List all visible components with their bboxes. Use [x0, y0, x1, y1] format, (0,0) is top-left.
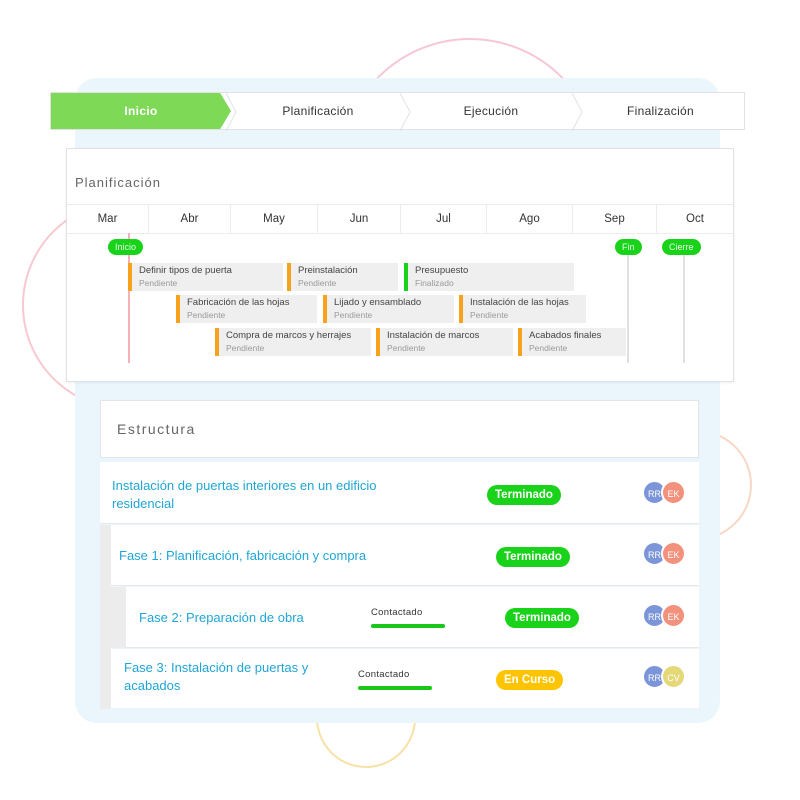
gantt-title: Planificación [75, 175, 161, 190]
gantt-task[interactable]: Compra de marcos y herrajes Pendiente [215, 328, 371, 356]
task-name: Instalación de las hojas [470, 297, 569, 308]
status-badge: Terminado [496, 547, 570, 567]
task-name: Lijado y ensamblado [334, 297, 422, 308]
task-name: Compra de marcos y herrajes [226, 330, 352, 341]
estructura-header: Estructura [100, 400, 699, 458]
month-label: May [231, 205, 318, 233]
structure-row[interactable]: Fase 2: Preparación de obra Contactado T… [126, 587, 699, 648]
step-label: Planificación [282, 104, 354, 118]
chevron-separator-icon [399, 93, 411, 131]
indent-bar [111, 587, 126, 648]
avatar[interactable]: EK [661, 480, 686, 505]
structure-row[interactable]: Fase 3: Instalación de puertas y acabado… [111, 649, 699, 708]
milestone-cierre[interactable]: Cierre [662, 239, 701, 255]
task-status: Pendiente [334, 310, 373, 320]
month-label: Jul [401, 205, 487, 233]
gantt-task[interactable]: Definir tipos de puerta Pendiente [128, 263, 283, 291]
task-name: Instalación de marcos [387, 330, 480, 341]
step-inicio[interactable]: Inicio [51, 93, 231, 129]
month-label: Sep [573, 205, 657, 233]
status-badge: Terminado [505, 608, 579, 628]
task-status: Pendiente [187, 310, 226, 320]
month-label: Ago [487, 205, 573, 233]
task-name: Acabados finales [529, 330, 602, 341]
indent-bar [100, 525, 111, 709]
structure-row[interactable]: Instalación de puertas interiores en un … [100, 462, 699, 524]
month-label: Abr [149, 205, 231, 233]
gantt-task[interactable]: Instalación de las hojas Pendiente [459, 295, 586, 323]
gantt-task[interactable]: Fabricación de las hojas Pendiente [176, 295, 317, 323]
step-ejecucion[interactable]: Ejecución [405, 93, 583, 131]
task-status: Pendiente [387, 343, 426, 353]
task-status: Pendiente [470, 310, 509, 320]
gantt-task[interactable]: Acabados finales Pendiente [518, 328, 626, 356]
step-label: Inicio [124, 104, 158, 118]
task-status: Pendiente [298, 278, 337, 288]
month-label: Jun [318, 205, 401, 233]
month-label: Mar [67, 205, 149, 233]
gantt-task[interactable]: Presupuesto Finalizado [404, 263, 574, 291]
gantt-task[interactable]: Preinstalación Pendiente [287, 263, 398, 291]
chevron-separator-icon [571, 93, 583, 131]
contact-progress-bar [358, 686, 432, 690]
contact-status: Contactado [358, 669, 410, 680]
milestone-line [128, 233, 130, 363]
phase-stepper: Inicio Planificación Ejecución Finalizac… [50, 92, 745, 131]
row-title-link[interactable]: Fase 3: Instalación de puertas y acabado… [124, 660, 309, 693]
gantt-task[interactable]: Lijado y ensamblado Pendiente [323, 295, 454, 323]
month-header: Mar Abr May Jun Jul Ago Sep Oct [67, 204, 733, 234]
task-status: Finalizado [415, 278, 454, 288]
month-label: Oct [686, 213, 704, 225]
milestone-line [683, 249, 685, 363]
milestone-fin[interactable]: Fin [615, 239, 642, 255]
step-label: Finalización [627, 104, 694, 118]
contact-progress-bar [371, 624, 445, 628]
task-status: Pendiente [226, 343, 265, 353]
task-name: Presupuesto [415, 265, 469, 276]
gantt-card: Planificación Mar Abr May Jun Jul Ago Se… [66, 148, 734, 382]
row-title-link[interactable]: Fase 1: Planificación, fabricación y com… [119, 548, 367, 563]
task-name: Preinstalación [298, 265, 358, 276]
row-title-link[interactable]: Instalación de puertas interiores en un … [112, 478, 377, 511]
chevron-separator-icon [225, 93, 237, 131]
status-badge: En Curso [496, 670, 564, 690]
estructura-title: Estructura [117, 421, 196, 437]
contact-status: Contactado [371, 607, 423, 618]
avatar[interactable]: EK [661, 541, 686, 566]
avatar[interactable]: EK [661, 603, 686, 628]
task-name: Fabricación de las hojas [187, 297, 290, 308]
milestone-line [627, 249, 629, 363]
step-planificacion[interactable]: Planificación [225, 93, 411, 131]
task-status: Pendiente [139, 278, 178, 288]
task-name: Definir tipos de puerta [139, 265, 232, 276]
step-finalizacion[interactable]: Finalización [577, 93, 744, 129]
task-status: Pendiente [529, 343, 568, 353]
milestone-inicio[interactable]: Inicio [108, 239, 144, 255]
avatar[interactable]: CV [661, 664, 686, 689]
gantt-task[interactable]: Instalación de marcos Pendiente [376, 328, 513, 356]
structure-row[interactable]: Fase 1: Planificación, fabricación y com… [111, 525, 699, 586]
row-title-link[interactable]: Fase 2: Preparación de obra [139, 610, 304, 625]
status-badge: Terminado [487, 485, 561, 505]
step-label: Ejecución [463, 104, 519, 118]
